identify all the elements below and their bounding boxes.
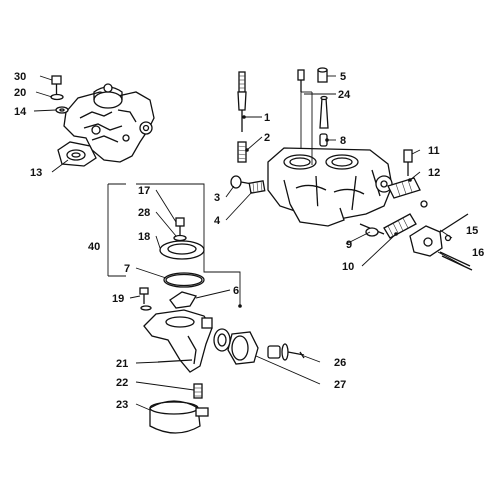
callout-3: 3 — [214, 192, 220, 204]
callout-40: 40 — [88, 241, 100, 253]
callout-18: 18 — [138, 231, 150, 243]
callout-23: 23 — [116, 399, 128, 411]
callout-14: 14 — [14, 106, 27, 118]
callout-6: 6 — [233, 285, 239, 297]
callout-27: 27 — [334, 379, 346, 391]
callout-5: 5 — [340, 71, 346, 83]
callout-11: 11 — [428, 145, 440, 157]
callout-8: 8 — [340, 135, 346, 147]
jet-needle — [237, 71, 247, 132]
callout-19: 19 — [112, 293, 124, 305]
callout-21: 21 — [116, 358, 128, 370]
assembled-carburettor — [50, 75, 155, 167]
part-24 — [297, 69, 329, 129]
callout-12: 12 — [428, 167, 440, 179]
callout-30: 30 — [14, 71, 26, 83]
callout-7: 7 — [124, 263, 130, 275]
part-5 — [317, 67, 328, 83]
lever-assembly — [409, 213, 473, 271]
callout-13: 13 — [30, 167, 42, 179]
carburettor-body — [267, 147, 393, 227]
part-9 — [359, 223, 385, 237]
spring-4 — [248, 180, 266, 194]
part-12 — [387, 177, 428, 208]
leader-dots — [238, 115, 412, 308]
callout-9: 9 — [346, 239, 352, 251]
callout-10: 10 — [342, 261, 354, 273]
float-chamber-parts — [139, 217, 213, 434]
callout-17: 17 — [138, 185, 150, 197]
callout-20: 20 — [14, 87, 26, 99]
screw-11 — [403, 149, 413, 176]
callout-28: 28 — [138, 207, 150, 219]
group-40-bracket — [107, 183, 241, 306]
callout-26: 26 — [334, 357, 346, 369]
filter-and-bolt — [213, 328, 305, 365]
spring-2 — [237, 141, 247, 163]
callout-1: 1 — [264, 112, 270, 124]
callout-15: 15 — [466, 225, 478, 237]
leader-lines — [33, 75, 465, 411]
callout-4: 4 — [214, 215, 221, 227]
spring-10 — [383, 213, 417, 239]
callout-24: 24 — [338, 89, 351, 101]
body-leader-lines — [300, 91, 313, 165]
callout-2: 2 — [264, 132, 270, 144]
callout-22: 22 — [116, 377, 128, 389]
callout-16: 16 — [472, 247, 484, 259]
